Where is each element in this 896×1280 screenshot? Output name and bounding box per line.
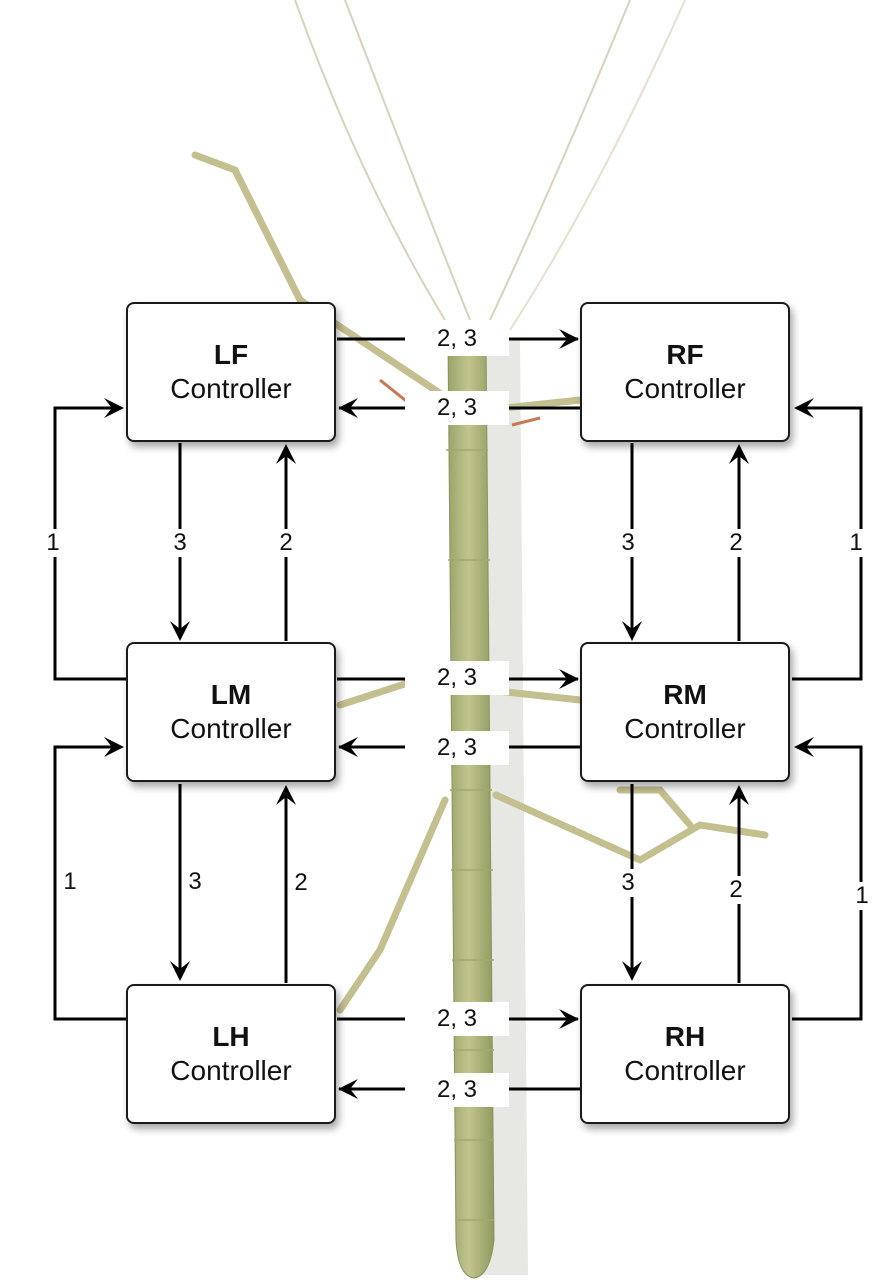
arrowhead-lm-to-lf [276, 444, 296, 464]
label-lf-to-rf: 2, 3 [405, 322, 509, 356]
label-rf-to-rm: 3 [617, 529, 639, 557]
arrowhead-rm-to-lm [338, 737, 358, 757]
label-lh-to-lm-outer: 1 [59, 868, 81, 896]
lh-controller-word: Controller [170, 1055, 292, 1086]
arrowhead-rm-to-rh [622, 961, 642, 981]
arrowhead-lm-to-lf-outer [104, 398, 124, 418]
arrowhead-lh-to-lm [276, 785, 296, 805]
leg-right-middle-2 [492, 791, 769, 864]
label-rh-to-rm: 2 [725, 876, 747, 904]
rf-controller-box: RF Controller [580, 302, 790, 442]
lm-controller-abbr: LM [210, 679, 252, 710]
label-rm-to-rf: 2 [725, 529, 747, 557]
label-rf-to-lf: 2, 3 [405, 391, 509, 425]
label-lh-to-lm: 2 [290, 869, 312, 897]
antenna-left-2 [344, 0, 471, 321]
lh-controller-abbr: LH [212, 1021, 250, 1052]
wire-lm-to-lf-outer [53, 406, 126, 681]
arrowhead-lh-to-rh [559, 1009, 579, 1029]
antenna-right [489, 0, 631, 321]
label-rh-to-lh: 2, 3 [405, 1073, 509, 1107]
label-rm-to-lm: 2, 3 [405, 731, 509, 765]
rf-controller-word: Controller [624, 373, 746, 404]
wire-lh-to-lm-outer [53, 745, 126, 1021]
rm-controller-word: Controller [624, 713, 746, 744]
rh-controller-word: Controller [624, 1055, 746, 1086]
rh-controller-abbr: RH [664, 1021, 706, 1052]
arrowhead-rf-to-rm [622, 621, 642, 641]
arrowhead-rh-to-rm [729, 785, 749, 805]
antenna-left [294, 0, 446, 321]
lf-controller-word: Controller [170, 373, 292, 404]
label-lh-to-rh: 2, 3 [405, 1002, 509, 1036]
antenna-right-2 [509, 0, 686, 331]
label-lf-to-lm: 3 [169, 529, 191, 557]
lf-controller-abbr: LF [213, 339, 249, 370]
label-rm-to-rh: 3 [617, 869, 639, 897]
arrowhead-rm-to-rf-outer [794, 398, 814, 418]
leg-left-front [191, 151, 454, 404]
arrowhead-lh-to-lm-outer [104, 737, 124, 757]
arrowhead-rm-to-rf [729, 444, 749, 464]
arrowhead-rf-to-lf [338, 398, 358, 418]
leg-left-hind [336, 796, 449, 1014]
arrowhead-lf-to-rf [559, 329, 579, 349]
arrowhead-lm-to-lh [170, 961, 190, 981]
rm-controller-abbr: RM [663, 679, 707, 710]
lh-controller-box: LH Controller [126, 984, 336, 1124]
arrowhead-rh-to-rm-outer [794, 737, 814, 757]
rf-controller-abbr: RF [666, 339, 704, 370]
lf-controller-box: LF Controller [126, 302, 336, 442]
rh-controller-box: RH Controller [580, 984, 790, 1124]
label-lm-to-lf-outer: 1 [42, 529, 64, 557]
lm-controller-box: LM Controller [126, 642, 336, 782]
label-rm-to-rf-outer: 1 [845, 529, 867, 557]
label-lm-to-lf: 2 [275, 529, 297, 557]
arrowhead-lm-to-rm [559, 669, 579, 689]
label-rh-to-rm-outer: 1 [851, 882, 873, 910]
label-lm-to-rm: 2, 3 [405, 661, 509, 695]
arrowhead-lf-to-lm [170, 621, 190, 641]
rm-controller-box: RM Controller [580, 642, 790, 782]
arrowhead-rh-to-lh [338, 1079, 358, 1099]
label-lm-to-lh: 3 [184, 868, 206, 896]
lm-controller-word: Controller [170, 713, 292, 744]
